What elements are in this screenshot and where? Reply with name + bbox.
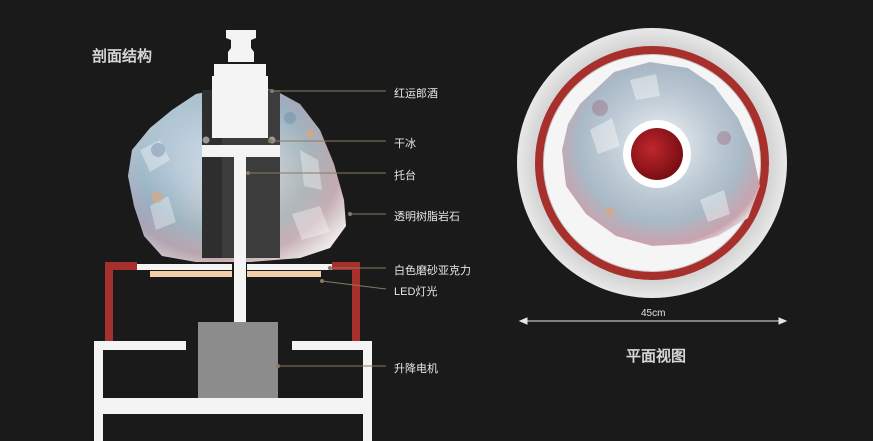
leader-lines [246, 89, 387, 368]
tray-plate [202, 145, 280, 157]
label-tray: 托台 [394, 170, 416, 182]
plan-center-red [631, 128, 683, 180]
cabinet-frame [94, 341, 372, 441]
rock-texture [140, 140, 330, 240]
plan-red-ring [535, 46, 769, 280]
pedestal-frame [105, 262, 360, 342]
acrylic-right [247, 264, 332, 270]
motor-block [198, 322, 278, 398]
dimension-label: 45cm [641, 308, 666, 319]
bottle-shape [212, 30, 268, 138]
acrylic-left [137, 264, 232, 270]
lifting-rod [234, 157, 246, 325]
label-dry-ice: 干冰 [394, 138, 416, 150]
led-strip-left [150, 271, 232, 277]
led-strip-right [247, 271, 321, 277]
label-acrylic: 白色磨砂亚克力 [394, 265, 471, 277]
label-resin-rock: 透明树脂岩石 [394, 211, 460, 223]
dimension-line [518, 317, 788, 325]
label-hongyunlang: 红运郎酒 [394, 88, 438, 100]
section-view-title: 剖面结构 [92, 48, 153, 65]
plan-view-title: 平面视图 [626, 348, 687, 365]
dry-ice-dot-left [202, 136, 210, 144]
label-led: LED灯光 [394, 286, 438, 298]
label-motor: 升降电机 [394, 363, 438, 375]
